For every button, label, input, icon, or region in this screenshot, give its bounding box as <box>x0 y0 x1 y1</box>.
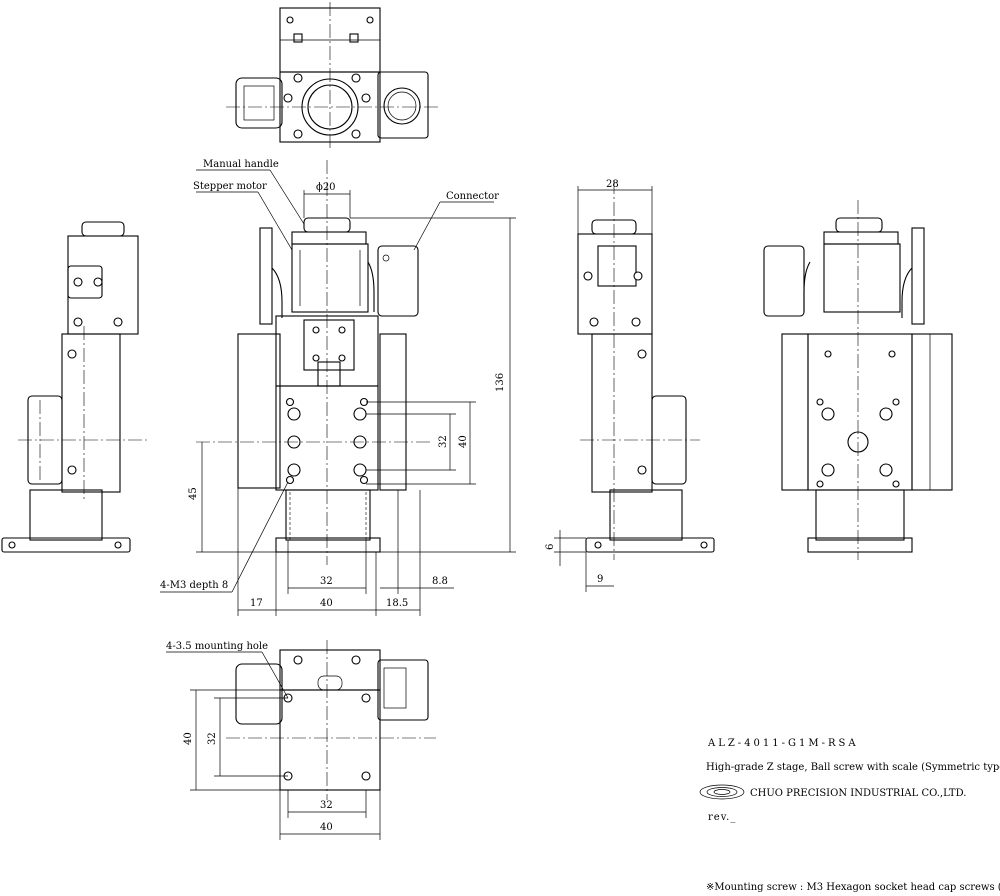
stepper-motor-label: Stepper motor <box>193 181 267 192</box>
dimension-45: 45 <box>188 487 199 500</box>
mounting-holes-label: 4-3.5 mounting hole <box>166 641 268 652</box>
bottom-dimension-32-vertical: 32 <box>207 732 218 745</box>
dimension-8-8: 8.8 <box>432 576 448 587</box>
bottom-dimension-32-horizontal: 32 <box>320 800 333 811</box>
dimension-40-vertical: 40 <box>458 435 469 448</box>
dimension-lines <box>160 169 653 840</box>
dimension-40-horizontal: 40 <box>320 598 333 609</box>
bottom-dimension-40-horizontal: 40 <box>320 822 333 833</box>
right-side-view <box>577 180 715 560</box>
left-side-view <box>1 221 150 553</box>
dimension-32-horizontal: 32 <box>320 576 333 587</box>
dimension-32-vertical: 32 <box>438 435 449 448</box>
revision: rev._ <box>708 812 736 823</box>
company-name: CHUO PRECISION INDUSTRIAL CO.,LTD. <box>750 788 966 799</box>
front-view <box>196 160 430 565</box>
title-block: ALZ-4011-G1M-RSA High-grade Z stage, Bal… <box>699 738 1000 893</box>
dimension-18-5: 18.5 <box>386 598 408 609</box>
bottom-dimension-40-vertical: 40 <box>183 732 194 745</box>
company-logo-icon <box>699 784 745 800</box>
dimension-phi20: ϕ20 <box>316 182 336 193</box>
tapped-holes-label: 4-M3 depth 8 <box>160 580 228 591</box>
dimension-9: 9 <box>597 574 603 585</box>
product-description: High-grade Z stage, Ball screw with scal… <box>706 762 1000 773</box>
model-number: ALZ-4011-G1M-RSA <box>707 738 859 749</box>
rear-view <box>763 200 953 560</box>
mounting-screw-footnote: ※Mounting screw : M3 Hexagon socket head… <box>706 882 1000 893</box>
connector-label: Connector <box>446 191 499 202</box>
top-view <box>226 2 440 150</box>
dimension-6: 6 <box>545 544 556 550</box>
dimension-17: 17 <box>250 598 263 609</box>
dimension-136: 136 <box>495 373 506 392</box>
manual-handle-label: Manual handle <box>203 159 279 170</box>
dimension-28: 28 <box>606 179 619 190</box>
